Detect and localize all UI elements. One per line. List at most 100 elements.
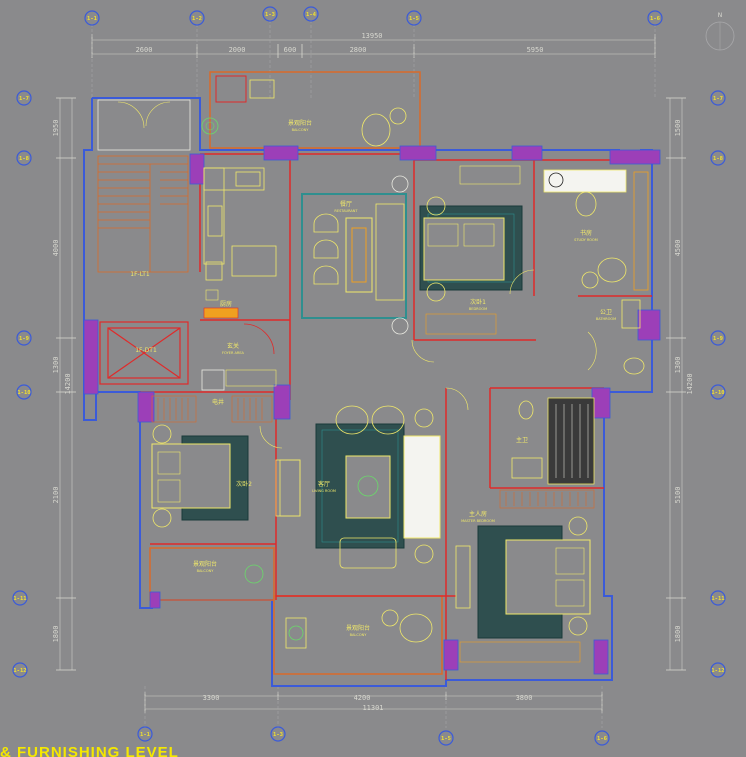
bedroom2-pillow [157, 451, 181, 475]
bubble-top-5: 1-5 [409, 16, 419, 22]
dim-top-total: 13950 [361, 32, 382, 40]
dim-bottom-seg-3: 3800 [516, 694, 533, 702]
balcony-side-table-icon [389, 107, 407, 125]
dim-bottom-seg-2: 4200 [354, 694, 371, 702]
bubble-top-3: 1-3 [265, 12, 275, 18]
bubble-right-3: 1-9 [713, 336, 723, 342]
grid-bubbles-bottom: 1-1 1-3 1-5 1-6 [137, 726, 610, 746]
balcony-s-chair-icon [399, 613, 433, 643]
interior-walls [140, 153, 652, 680]
dim-right-seg-3: 1300 [674, 357, 682, 374]
sofa [403, 435, 441, 539]
master-bed-label-cn: 主人房 [469, 510, 487, 518]
bubble-bottom-4: 1-6 [597, 736, 608, 742]
dim-left-seg-3: 1300 [52, 357, 60, 374]
restaurant-label-en: RESTAURANT [334, 209, 358, 213]
bedroom2-bed [151, 443, 231, 509]
elevator-shaft [99, 321, 189, 385]
bubble-top-4: 1-4 [306, 12, 317, 18]
armchair-icon-2 [371, 405, 405, 435]
bubble-left-2: 1-8 [19, 156, 29, 162]
bubble-top-1: 1-1 [87, 16, 98, 22]
bedroom1-pillow [427, 223, 459, 247]
study-bookshelf [633, 171, 649, 291]
living-rug-border [321, 429, 399, 543]
bubble-left-1: 1-7 [19, 96, 29, 102]
toilet-icon [623, 357, 645, 375]
dim-right-seg-2: 4500 [674, 240, 682, 257]
bubble-left-4: 1-10 [17, 390, 30, 396]
living-label-cn: 客厅 [318, 480, 330, 488]
door-swings [259, 269, 535, 449]
study-label-en: STUDY ROOM [574, 238, 598, 242]
bubble-left-6: 1-12 [13, 668, 26, 674]
dim-right-total: 14200 [686, 373, 694, 394]
bubble-top-2: 1-2 [192, 16, 202, 22]
bubble-right-4: 1-10 [711, 390, 724, 396]
bubble-right-5: 1-11 [711, 596, 725, 602]
bedroom1-label-en: BEDROOM [469, 307, 487, 311]
tv-console [275, 459, 301, 517]
dining-chairs [313, 203, 405, 301]
armchair-icon [335, 405, 369, 435]
elec-shaft-label: 电井 [212, 398, 224, 406]
bedroom1-desk [459, 165, 521, 185]
bubble-right-2: 1-8 [713, 156, 723, 162]
balcony-sw-label-cn: 景观阳台 [193, 560, 217, 568]
dim-right-seg-1: 1500 [674, 120, 682, 137]
entrance-label-cn: 玄关 [227, 342, 239, 350]
grid-bubbles-top: 1-1 1-2 1-3 1-4 1-5 1-6 [84, 6, 663, 26]
dim-left-seg-1: 1950 [52, 120, 60, 137]
balcony-top-label-en: BALCONY [292, 128, 310, 132]
entrance-bench [201, 369, 225, 391]
bedroom2-lamp-icon-2 [152, 508, 172, 528]
bath-n-label-en: BATHROOM [596, 317, 616, 321]
shoe-cabinet [205, 289, 219, 301]
master-bath-label: 主卫 [516, 436, 528, 444]
entry-door-frame [203, 307, 239, 319]
dim-right-seg-5: 1800 [674, 626, 682, 643]
bedroom1-label-cn: 次卧1 [470, 298, 486, 306]
drawing-title: & FURNISHING LEVEL [0, 744, 179, 757]
exterior-walls [83, 71, 653, 687]
bedside-lamp-icon [426, 196, 446, 216]
dining-table [345, 217, 373, 293]
balcony-laundry-tub [215, 75, 247, 103]
balcony-s-table-icon [381, 609, 399, 627]
master-tv-console [455, 545, 471, 609]
bedroom1-pillow-2 [463, 223, 495, 247]
balcony-top-label-cn: 景观阳台 [288, 119, 312, 127]
dim-top-seg-5: 5950 [527, 46, 544, 54]
dim-left-seg-4: 2100 [52, 487, 60, 504]
entrance-door-swing [243, 323, 275, 355]
dim-top-seg-2: 2000 [229, 46, 246, 54]
master-window-bench [459, 641, 581, 663]
entrance-cabinet [225, 369, 277, 387]
master-toilet-icon [518, 400, 534, 420]
balcony-sink [249, 79, 275, 99]
master-shower-grate [555, 404, 589, 478]
stair-core [97, 155, 189, 273]
grid-lines [91, 20, 656, 728]
study-side-table-icon [581, 271, 599, 289]
dim-top-seg-4: 2800 [350, 46, 367, 54]
living-label-en: LIVING ROOM [312, 489, 336, 493]
bath-vanity [621, 299, 641, 329]
bubble-left-5: 1-11 [13, 596, 27, 602]
bubble-top-6: 1-6 [650, 16, 661, 22]
master-pillow [555, 547, 585, 575]
bath-door-swing [587, 331, 597, 371]
study-label-cn: 书房 [580, 229, 592, 237]
bedroom2-lamp-icon [152, 424, 172, 444]
dining-table-runner [351, 227, 367, 283]
coffee-table [345, 455, 391, 519]
bedroom2-pillow-2 [157, 479, 181, 503]
bath-n-label-cn: 公卫 [600, 309, 612, 316]
bubble-bottom-2: 1-3 [273, 732, 283, 738]
dining-area-outline [301, 193, 407, 319]
living-side-table-icon [414, 408, 434, 428]
balcony-s-label-en: BALCONY [350, 633, 368, 637]
bubble-bottom-3: 1-5 [441, 736, 451, 742]
stair-door-swing [117, 101, 145, 129]
